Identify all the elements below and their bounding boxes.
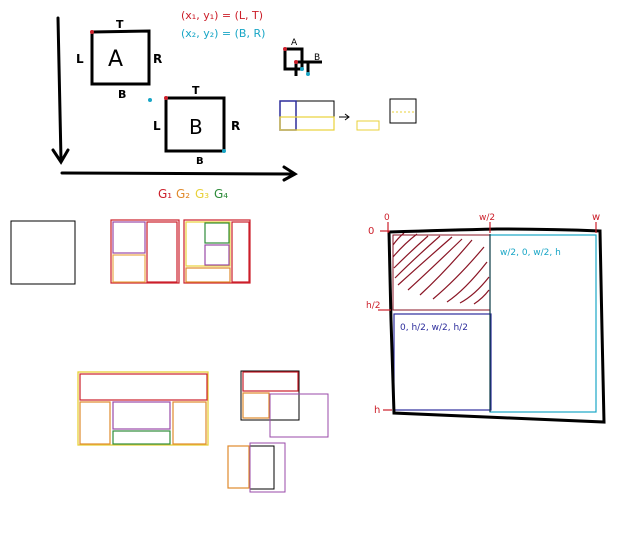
- right-half-coordinates: w/2, 0, w/2, h: [500, 248, 561, 258]
- equation-top-left: (x₁, y₁) = (L, T): [181, 9, 263, 22]
- corner-bottom-right-marker-a: [148, 98, 152, 102]
- big-coordinate-diagram: 0 w/2 w 0 h/2 h w/2, 0, w/2, h 0, h/2, w…: [366, 212, 606, 424]
- corner-top-left-marker: [294, 60, 298, 64]
- corner-top-left-marker: [283, 47, 287, 51]
- outer-frame: [387, 227, 606, 424]
- overlap-layout-a: [240, 370, 329, 438]
- top-width-label: w: [592, 212, 600, 223]
- corner-top-left-marker: [90, 30, 94, 34]
- axes: [51, 16, 298, 182]
- box-a-left-label: L: [76, 52, 84, 66]
- box-a-right-label: R: [153, 52, 162, 66]
- box-b: B T L R B: [148, 84, 240, 167]
- split-rectangle-two-level: [110, 219, 180, 284]
- corner-top-left-marker: [164, 96, 168, 100]
- corner-bottom-right-marker: [306, 72, 310, 76]
- right-half-region: [489, 234, 597, 413]
- mini-overlap-diagram: A B: [283, 38, 322, 76]
- left-half-height-label: h/2: [366, 301, 380, 311]
- box-b-bottom-label: B: [196, 156, 204, 167]
- left-zero-label: 0: [368, 226, 374, 237]
- mini-label-a: A: [291, 38, 298, 48]
- group-label-2: G₂: [176, 187, 190, 201]
- x-axis: [60, 171, 296, 176]
- split-rectangle-three-level: [183, 219, 251, 284]
- left-height-label: h: [374, 405, 380, 416]
- group-labels: G₁ G₂ G₃ G₄: [158, 187, 228, 201]
- group-label-1: G₁: [158, 187, 172, 201]
- top-half-width-label: w/2: [479, 213, 495, 223]
- box-b-right-label: R: [231, 119, 240, 133]
- x-axis-arrowhead: [282, 165, 298, 182]
- arrow-right-icon: [339, 113, 350, 121]
- y-axis-arrowhead: [51, 148, 70, 165]
- corner-bottom-right-marker: [300, 67, 304, 71]
- hatched-quadrant: [392, 232, 490, 305]
- box-b-left-label: L: [153, 119, 161, 133]
- box-a: A T L R B: [76, 18, 162, 101]
- top-zero-label: 0: [384, 213, 390, 223]
- group-label-4: G₄: [214, 187, 228, 201]
- box-a-top-label: T: [116, 18, 124, 31]
- box-b-top-label: T: [192, 84, 200, 97]
- bottom-left-coordinates: 0, h/2, w/2, h/2: [400, 323, 468, 333]
- overlap-layout-b: [227, 442, 286, 493]
- bottom-left-quadrant: [393, 313, 492, 411]
- box-a-bottom-label: B: [118, 88, 126, 101]
- corner-bottom-right-marker: [222, 149, 226, 153]
- slicing-diagram: [279, 98, 417, 131]
- y-axis: [56, 16, 63, 162]
- group-label-3: G₃: [195, 187, 209, 201]
- empty-rectangle: [10, 220, 76, 285]
- box-b-letter: B: [189, 115, 203, 139]
- mini-label-b: B: [314, 53, 320, 63]
- box-a-letter: A: [108, 47, 123, 72]
- equation-bottom-right: (x₂, y₂) = (B, R): [181, 27, 265, 40]
- nested-layout: [77, 371, 209, 446]
